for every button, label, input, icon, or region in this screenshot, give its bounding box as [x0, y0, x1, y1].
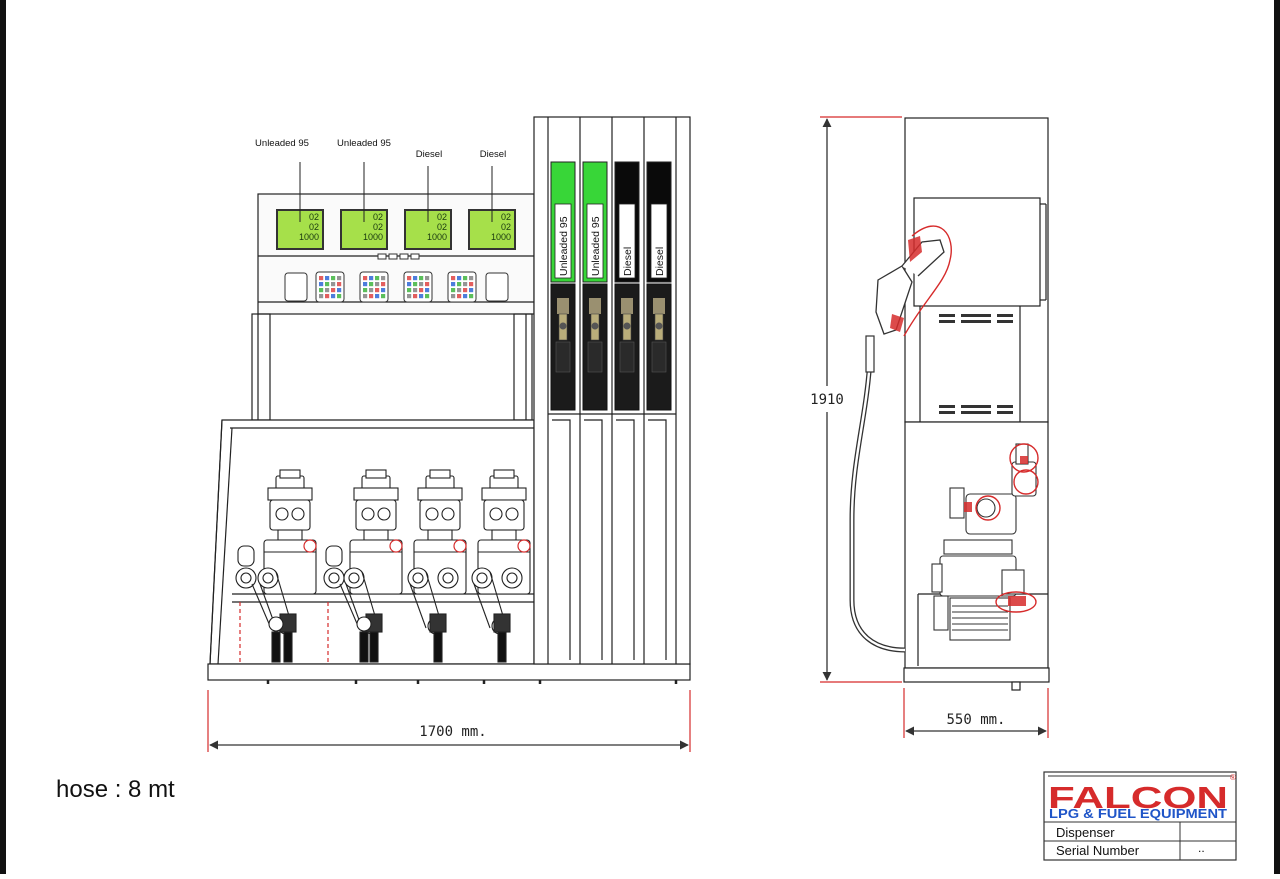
right-support-post — [513, 313, 533, 421]
blank-button-right — [485, 272, 509, 302]
title-block: FALCON ® LPG & FUEL EQUIPMENT Dispenser … — [1043, 771, 1237, 861]
brand-logo-text: FALCON — [1048, 780, 1228, 815]
height-dimension: 1910 — [810, 116, 902, 683]
display-reading: 02 — [501, 212, 511, 222]
side-width-dimension: 550 mm. — [903, 688, 1049, 738]
pump-unit-2 — [323, 469, 403, 663]
display-reading: 02 — [437, 222, 447, 232]
left-support-post — [251, 313, 271, 421]
brand-tagline: LPG & FUEL EQUIPMENT — [1049, 807, 1227, 821]
pump-unit-4 — [471, 469, 531, 663]
side-pump — [931, 443, 1037, 641]
display-reading: 02 — [309, 222, 319, 232]
nozzle-body — [875, 265, 913, 335]
product-label-3: Diesel — [416, 149, 442, 160]
side-vents — [939, 314, 1013, 414]
nozzle-panel-label: Diesel — [622, 247, 634, 276]
pump-leg — [283, 631, 293, 663]
pump-unit-1 — [235, 469, 317, 663]
nozzle-panel-2: Unleaded 95 — [582, 161, 608, 411]
product-label-2: Unleaded 95 — [337, 138, 391, 149]
display-reading: 02 — [501, 222, 511, 232]
nozzle-panel-4: Diesel — [646, 161, 672, 411]
serial-number-value: .. — [1198, 841, 1205, 855]
height-label: 1910 — [810, 392, 844, 408]
nozzle-panel-label: Unleaded 95 — [590, 216, 602, 276]
keypad-2 — [359, 271, 389, 303]
title-row-serial: Serial Number — [1056, 843, 1140, 858]
side-motor — [949, 597, 1011, 641]
red-highlight — [389, 539, 403, 553]
nozzle-panel-label: Diesel — [654, 247, 666, 276]
title-row-dispenser: Dispenser — [1056, 825, 1115, 840]
nozzle-panel-label: Unleaded 95 — [558, 216, 570, 276]
pump-leg — [497, 631, 507, 663]
nozzle-panel-3: Diesel — [614, 161, 640, 411]
title-block-frame — [1043, 771, 1237, 861]
red-highlight — [303, 539, 317, 553]
pump-leg — [433, 631, 443, 663]
red-highlight — [453, 539, 467, 553]
display-reading: 02 — [309, 212, 319, 222]
hose-swivel — [865, 335, 875, 373]
display-reading: 02 — [373, 212, 383, 222]
keypad-3 — [403, 271, 433, 303]
nozzle-panel-1: Unleaded 95 — [550, 161, 576, 411]
keypad-row — [284, 271, 509, 303]
display-reading: 1000 — [299, 232, 319, 242]
dispenser-base — [207, 663, 691, 681]
side-highlight-circles — [975, 443, 1039, 613]
side-hose-nozzle — [849, 225, 952, 653]
hose-note: hose : 8 mt — [56, 776, 175, 803]
display-reading: 1000 — [491, 232, 511, 242]
product-label-4: Diesel — [480, 149, 506, 160]
right-frame-edge — [1274, 0, 1280, 874]
nozzle-panels: Unleaded 95 Unleaded 95 Diesel Diesel — [550, 161, 672, 411]
front-width-label: 1700 mm. — [419, 724, 486, 740]
blank-button-left — [284, 272, 308, 302]
pump-leg — [369, 631, 379, 663]
display-reading: 1000 — [427, 232, 447, 242]
display-reading: 1000 — [363, 232, 383, 242]
nozzle-highlight-arc — [903, 225, 952, 337]
pump-units — [235, 469, 531, 663]
side-width-label: 550 mm. — [946, 712, 1005, 728]
display-reading: 02 — [437, 212, 447, 222]
side-pump-inlet — [949, 487, 965, 519]
front-width-dimension: 1700 mm. — [207, 690, 691, 752]
left-frame-edge — [0, 0, 6, 874]
side-base — [903, 667, 1050, 683]
pump-unit-3 — [407, 469, 467, 663]
product-label-1: Unleaded 95 — [255, 138, 309, 149]
indicator-squares — [377, 253, 420, 260]
keypad-4 — [447, 271, 477, 303]
registered-mark: ® — [1230, 773, 1236, 782]
keypad-1 — [315, 271, 345, 303]
red-dashed-guides — [239, 602, 329, 662]
display-reading: 02 — [373, 222, 383, 232]
product-label-group: Unleaded 95 Unleaded 95 Diesel Diesel — [255, 138, 506, 222]
red-highlight — [517, 539, 531, 553]
